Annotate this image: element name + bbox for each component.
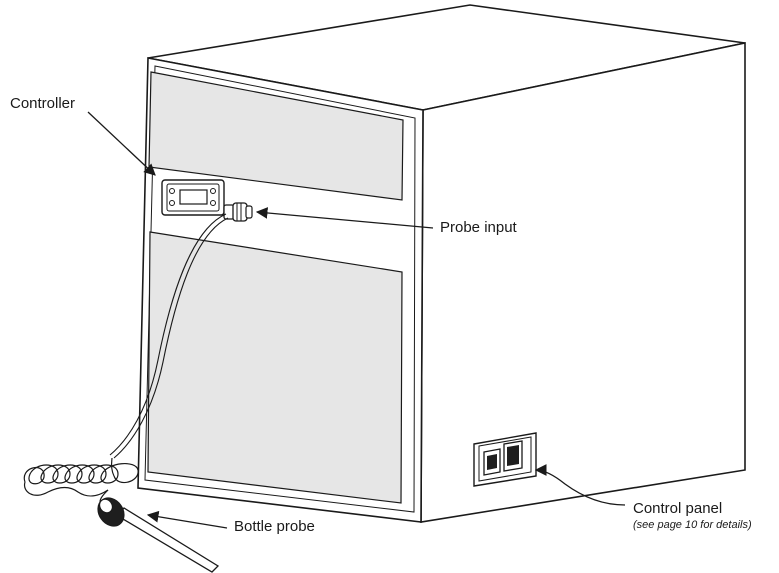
probe-connector <box>223 202 253 222</box>
probe-input-arrow <box>255 207 434 229</box>
control-panel-label: Control panel <box>633 500 723 517</box>
bottle-probe-label: Bottle probe <box>234 518 315 535</box>
control-panel-note: (see page 10 for details) <box>633 519 752 531</box>
control-panel-arrow <box>534 464 626 506</box>
controller-label: Controller <box>10 95 76 112</box>
lower-door-panel <box>147 231 403 504</box>
probe-cable <box>109 213 229 459</box>
cabinet-front-bevel <box>144 65 416 513</box>
bottle-probe <box>97 489 220 573</box>
upper-grille-panel <box>148 71 404 201</box>
probe-input-label: Probe input <box>440 219 517 236</box>
coiled-cord <box>23 457 139 497</box>
controller-arrow <box>87 111 156 176</box>
control-panel <box>473 432 537 487</box>
controller-unit <box>161 179 225 216</box>
bottle-probe-arrow <box>146 510 228 529</box>
cabinet-side-face <box>420 42 746 523</box>
